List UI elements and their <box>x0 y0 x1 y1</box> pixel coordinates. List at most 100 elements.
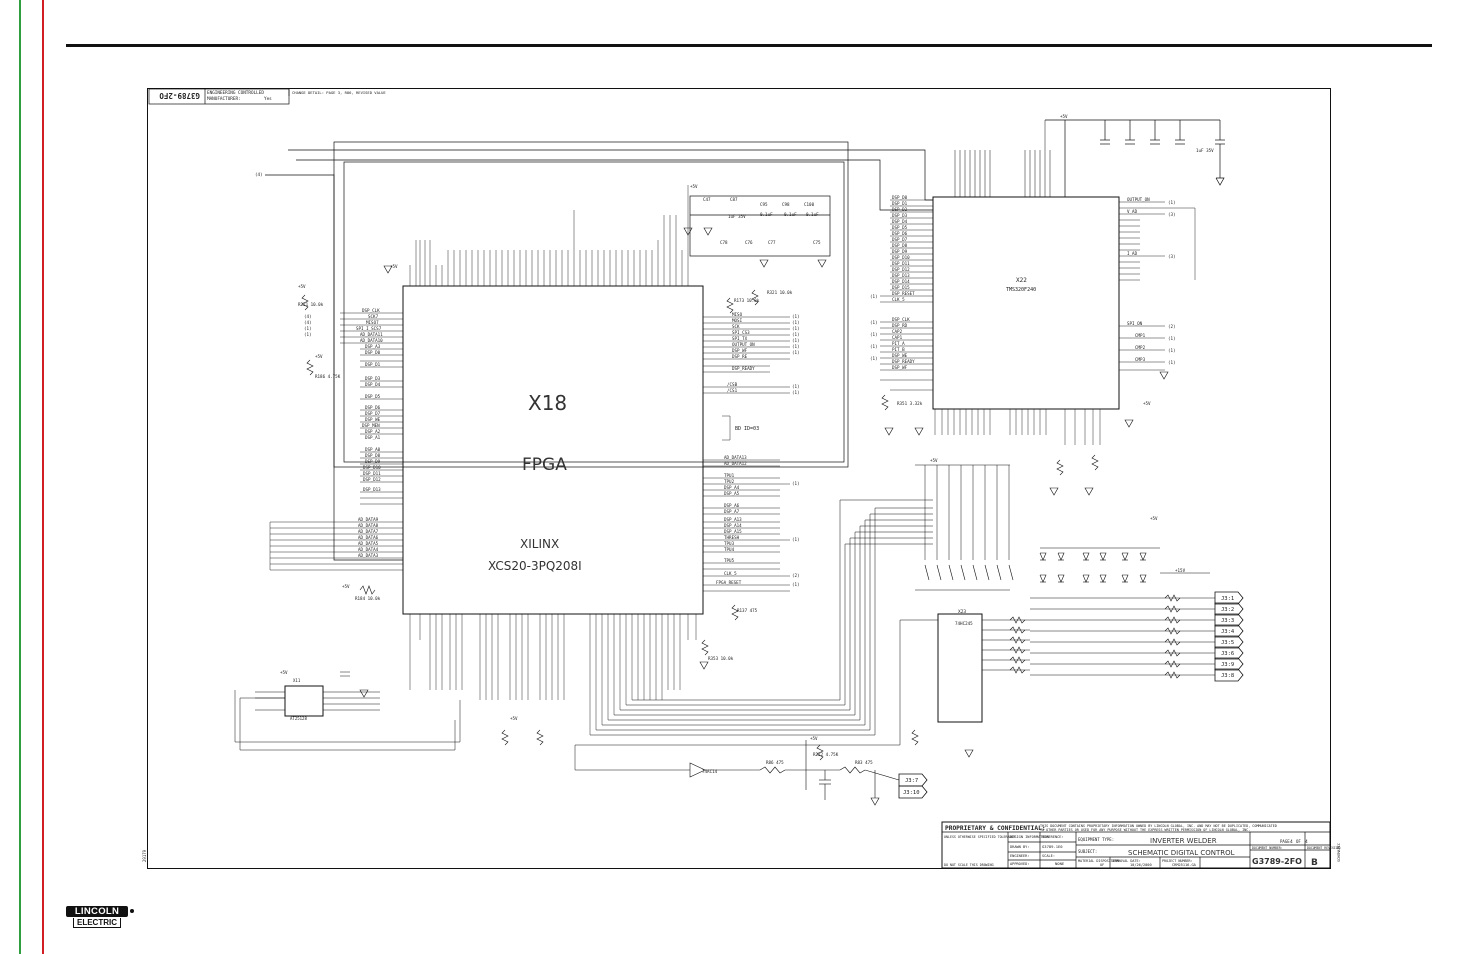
buffer-part-inline: 74AC14 <box>702 769 718 774</box>
sig-dsp-a5: DSP_A5 <box>724 491 740 496</box>
tb-document-number: G3789-2FO <box>1252 857 1302 866</box>
tb-equipment-type: INVERTER WELDER <box>1150 837 1217 845</box>
cap-label-c87: C87 <box>730 197 738 202</box>
tb-do-not-scale: DO NOT SCALE THIS DRAWING <box>944 863 994 867</box>
ref-1f: (1) <box>792 344 800 349</box>
sig-dsp-d4: DSP_D4 <box>365 382 381 387</box>
ref-1c: (1) <box>792 326 800 331</box>
ref-1i: (1) <box>792 390 800 395</box>
ref-1l: (1) <box>792 582 800 587</box>
dsp-sig-d4: DSP_D4 <box>892 219 908 224</box>
sig-tpu1: TPU1 <box>724 473 735 478</box>
ref-1s: (1) <box>870 294 878 299</box>
header-engineering-controlled: ENGINEERING CONTROLLED <box>207 90 264 96</box>
dsp-sig-cmp2: CMP2 <box>1135 345 1146 350</box>
dsp-sig-cap1: CAP1 <box>892 335 903 340</box>
tb-engineer: ENGINEER: <box>1010 854 1029 858</box>
resistor-label-r83: R83 475 <box>855 760 873 765</box>
resistor-label-r173: R173 10.0k <box>734 298 760 303</box>
dsp-sig-d13: DSP_D13 <box>892 273 910 278</box>
sig-cs1: /CS1 <box>727 388 738 393</box>
tb-reference: G3789-1E0 <box>1042 844 1063 849</box>
off-page-refs: (1) (1) (1) (1) (1) (1) (1) (1) (1) (1) … <box>255 172 1176 587</box>
ref-3a: (3) <box>1168 212 1176 217</box>
sig-dsp-men: DSP_MEN <box>362 423 380 428</box>
connector-j3-7-label: J3:7 <box>905 778 918 784</box>
dsp-sig-output-on: OUTPUT_ON <box>1127 197 1150 202</box>
tb-approval-date: APPROVAL DATE: <box>1112 859 1141 863</box>
sig-dsp-a14: DSP_A14 <box>724 523 742 528</box>
tb-proprietary-text-1: THIS DOCUMENT CONTAINS PROPRIETARY INFOR… <box>1040 824 1277 828</box>
tb-material-disposition: MATERIAL DISPOSITION: <box>1078 859 1121 863</box>
sig-tpu4: TPU4 <box>724 547 735 552</box>
sig-ad-data5: AD_DATA5 <box>358 541 379 546</box>
sig-ad-data3: AD_DATA3 <box>358 553 379 558</box>
dsp-sig-cap2: CAP2 <box>892 329 903 334</box>
dsp-sig-d14: DSP_D14 <box>892 279 910 284</box>
fpga-chip-outline <box>402 285 704 615</box>
decoder-chip-outline <box>937 613 983 723</box>
resistor-label-r351: R351 3.32k <box>897 401 923 406</box>
cap-value-1: 0.1uF <box>760 212 773 217</box>
sig-spi-cs3: SPI_CS3 <box>732 330 750 335</box>
power-label-left-3: +5V <box>342 584 350 589</box>
cap-value-5: 1uF 35V <box>1196 148 1214 153</box>
dsp-sig-d15: DSP_D15 <box>892 285 910 290</box>
header-manufacturer-label: MANUFACTURER: <box>207 96 241 102</box>
dsp-sig-d11: DSP_D11 <box>892 261 910 266</box>
dsp-sig-d1: DSP_D1 <box>892 201 908 206</box>
cap-label-c47: C47 <box>703 197 711 202</box>
dsp-sig-d9: DSP_D9 <box>892 249 908 254</box>
drawing-frame <box>147 88 1331 869</box>
connector-j3-4-label: J3:4 <box>1221 629 1235 635</box>
ref-1n: (1) <box>304 332 312 337</box>
cap-value-4: 1uF 35V <box>728 214 746 219</box>
tb-drawn-by: DRAWN BY: <box>1010 845 1029 849</box>
tb-page-no: 4 <box>1290 839 1293 845</box>
tb-equipment-type-label: EQUIPMENT TYPE: <box>1078 837 1114 842</box>
ref-1m: (1) <box>304 326 312 331</box>
tb-page-total: 4 <box>1305 839 1308 845</box>
lincoln-electric-logo: LINCOLN ELECTRIC <box>66 906 134 930</box>
sig-csb: /CSB <box>727 382 738 387</box>
connector-j3-10-label: J3:10 <box>903 790 920 796</box>
cap-value-3: 0.1uF <box>806 212 819 217</box>
ref-1k: (1) <box>792 537 800 542</box>
sig-sck: SCK <box>732 324 740 329</box>
cap-label-c100: C100 <box>804 202 815 207</box>
logo-registered-dot <box>130 909 134 913</box>
sig-dsp-a3: DSP_A3 <box>365 344 381 349</box>
power-label-res-array: +5V <box>930 458 938 463</box>
sig-miso7: MISO7 <box>366 320 379 325</box>
tb-reference-label: REFERENCE: <box>1042 835 1064 839</box>
ref-2b: (2) <box>1168 324 1176 329</box>
sig-dsp-re: DSP_RE <box>732 354 748 359</box>
sig-miso: MISO <box>732 312 743 317</box>
dsp-part: TMS320F240 <box>1006 287 1036 293</box>
sig-spi-i-scs7: SPI_I_SCS7 <box>356 326 382 331</box>
tb-scale: NONE <box>1055 861 1065 866</box>
sig-ad-data10: AD_DATA10 <box>360 338 383 343</box>
resistor-label-r86: R86 475 <box>766 760 784 765</box>
dsp-sig-we: DSP_WE <box>892 353 908 358</box>
top-rule <box>66 44 1432 47</box>
cap-label-c78: C78 <box>720 240 728 245</box>
power-label-diodes: +5V <box>1150 516 1158 521</box>
ref-1h: (1) <box>792 384 800 389</box>
connector-j3-6-label: J3:6 <box>1221 651 1234 657</box>
decoder-ref: X23 <box>958 609 966 615</box>
dsp-sig-rd: DSP_RD <box>892 323 908 328</box>
sig-dsp-a4: DSP_A4 <box>724 485 740 490</box>
sig-ad-data6: AD_DATA6 <box>358 535 379 540</box>
resistor-label-r221: R221 10.0k <box>298 302 324 307</box>
dsp-sig-d2: DSP_D2 <box>892 207 908 212</box>
sig-dsp-d11: DSP_D11 <box>363 471 381 476</box>
dsp-sig-spi-on: SPI_ON <box>1127 321 1143 326</box>
power-label-dsp: +5V <box>1060 114 1068 119</box>
sig-dsp-a15: DSP_A15 <box>724 529 742 534</box>
sig-dsp-d8: DSP_D8 <box>365 453 381 458</box>
tb-of-label: OF <box>1296 839 1301 844</box>
sig-dsp-d0: DSP_D0 <box>365 350 381 355</box>
side-code-right: SCHEMATIC <box>1337 843 1341 862</box>
tb-proprietary: PROPRIETARY & CONFIDENTIAL: <box>945 825 1046 832</box>
